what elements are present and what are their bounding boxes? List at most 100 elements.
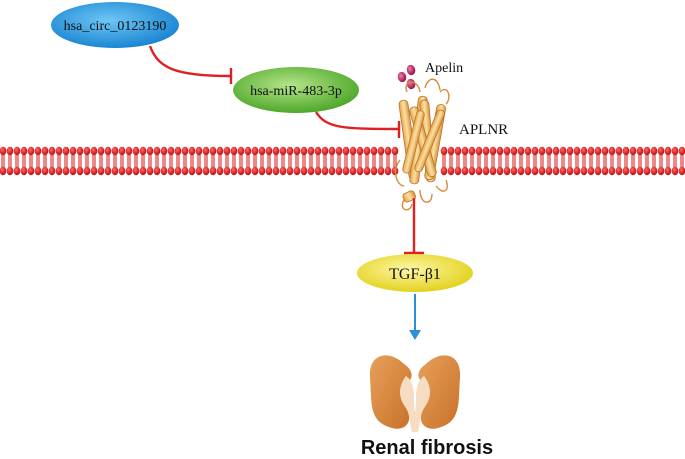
lipid-tail — [547, 155, 551, 167]
lipid-head — [342, 166, 350, 176]
lipid-head — [272, 146, 280, 156]
lipid-head — [314, 146, 322, 156]
lipid-tail — [379, 155, 383, 167]
lipid-head — [111, 166, 119, 176]
lipid-head — [608, 166, 616, 176]
lipid-tail — [120, 155, 124, 167]
lipid-tail — [659, 155, 663, 167]
receptor-helix-icon — [394, 78, 450, 211]
inhibition-arrow-mirna-to-aplnr — [314, 111, 401, 138]
lipid-head — [678, 146, 685, 156]
lipid-head — [209, 146, 217, 156]
lipid-head — [566, 146, 574, 156]
lipid-tail — [50, 155, 54, 167]
lipid-head — [174, 166, 182, 176]
lipid-head — [83, 166, 91, 176]
lipid-head — [552, 166, 560, 176]
lipid-head — [153, 166, 161, 176]
lipid-head — [125, 146, 133, 156]
lipid-head — [636, 146, 644, 156]
lipid-head — [643, 146, 651, 156]
tgf-beta1-node: TGF-β1 — [357, 254, 473, 292]
lipid-tail — [372, 155, 376, 167]
lipid-tail — [253, 155, 257, 167]
lipid-head — [265, 146, 273, 156]
lipid-head — [181, 166, 189, 176]
lipid-tail — [15, 155, 19, 167]
lipid-head — [545, 166, 553, 176]
lipid-tail — [645, 155, 649, 167]
lipid-head — [27, 146, 35, 156]
lipid-head — [48, 146, 56, 156]
lipid-head — [482, 146, 490, 156]
lipid-tail — [155, 155, 159, 167]
lipid-head — [482, 166, 490, 176]
lipid-head — [13, 166, 21, 176]
lipid-head — [580, 146, 588, 156]
lipid-tail — [330, 155, 334, 167]
lipid-head — [524, 166, 532, 176]
lipid-head — [244, 146, 252, 156]
lipid-head — [160, 166, 168, 176]
inhibition-arrow-aplnr-to-tgfb1 — [404, 198, 424, 255]
lipid-head — [566, 166, 574, 176]
lipid-head — [90, 146, 98, 156]
lipid-tail — [316, 155, 320, 167]
lipid-head — [440, 146, 448, 156]
lipid-head — [496, 166, 504, 176]
lipid-head — [510, 146, 518, 156]
lipid-head — [41, 166, 49, 176]
lipid-head — [510, 166, 518, 176]
lipid-head — [195, 166, 203, 176]
lipid-head — [335, 166, 343, 176]
lipid-head — [363, 146, 371, 156]
lipid-tail — [393, 155, 397, 167]
lipid-head — [83, 146, 91, 156]
lipid-head — [216, 146, 224, 156]
lipid-head — [363, 166, 371, 176]
lipid-tail — [134, 155, 138, 167]
lipid-tail — [540, 155, 544, 167]
lipid-head — [216, 166, 224, 176]
lipid-tail — [232, 155, 236, 167]
lipid-head — [328, 166, 336, 176]
lipid-head — [461, 166, 469, 176]
lipid-head — [90, 166, 98, 176]
lipid-head — [118, 166, 126, 176]
lipid-tail — [162, 155, 166, 167]
lipid-head — [307, 166, 315, 176]
lipid-tail — [71, 155, 75, 167]
lipid-tail — [638, 155, 642, 167]
lipid-tail — [666, 155, 670, 167]
lipid-tail — [295, 155, 299, 167]
renal-fibrosis-label: Renal fibrosis — [361, 437, 493, 459]
lipid-head — [517, 146, 525, 156]
lipid-head — [188, 146, 196, 156]
lipid-head — [209, 166, 217, 176]
lipid-head — [237, 146, 245, 156]
lipid-tail — [617, 155, 621, 167]
lipid-head — [6, 146, 14, 156]
lipid-tail — [43, 155, 47, 167]
lipid-head — [265, 166, 273, 176]
lipid-head — [20, 166, 28, 176]
lipid-tail — [64, 155, 68, 167]
lipid-tail — [603, 155, 607, 167]
lipid-tail — [624, 155, 628, 167]
lipid-tail — [351, 155, 355, 167]
lipid-head — [629, 166, 637, 176]
lipid-head — [573, 166, 581, 176]
lipid-tail — [533, 155, 537, 167]
lipid-head — [356, 146, 364, 156]
lipid-head — [559, 146, 567, 156]
lipid-tail — [204, 155, 208, 167]
circ-rna-label: hsa_circ_0123190 — [64, 19, 167, 34]
lipid-head — [69, 146, 77, 156]
lipid-tail — [358, 155, 362, 167]
lipid-head — [48, 166, 56, 176]
lipid-head — [279, 166, 287, 176]
lipid-head — [146, 166, 154, 176]
lipid-head — [62, 146, 70, 156]
lipid-head — [377, 166, 385, 176]
lipid-head — [531, 166, 539, 176]
